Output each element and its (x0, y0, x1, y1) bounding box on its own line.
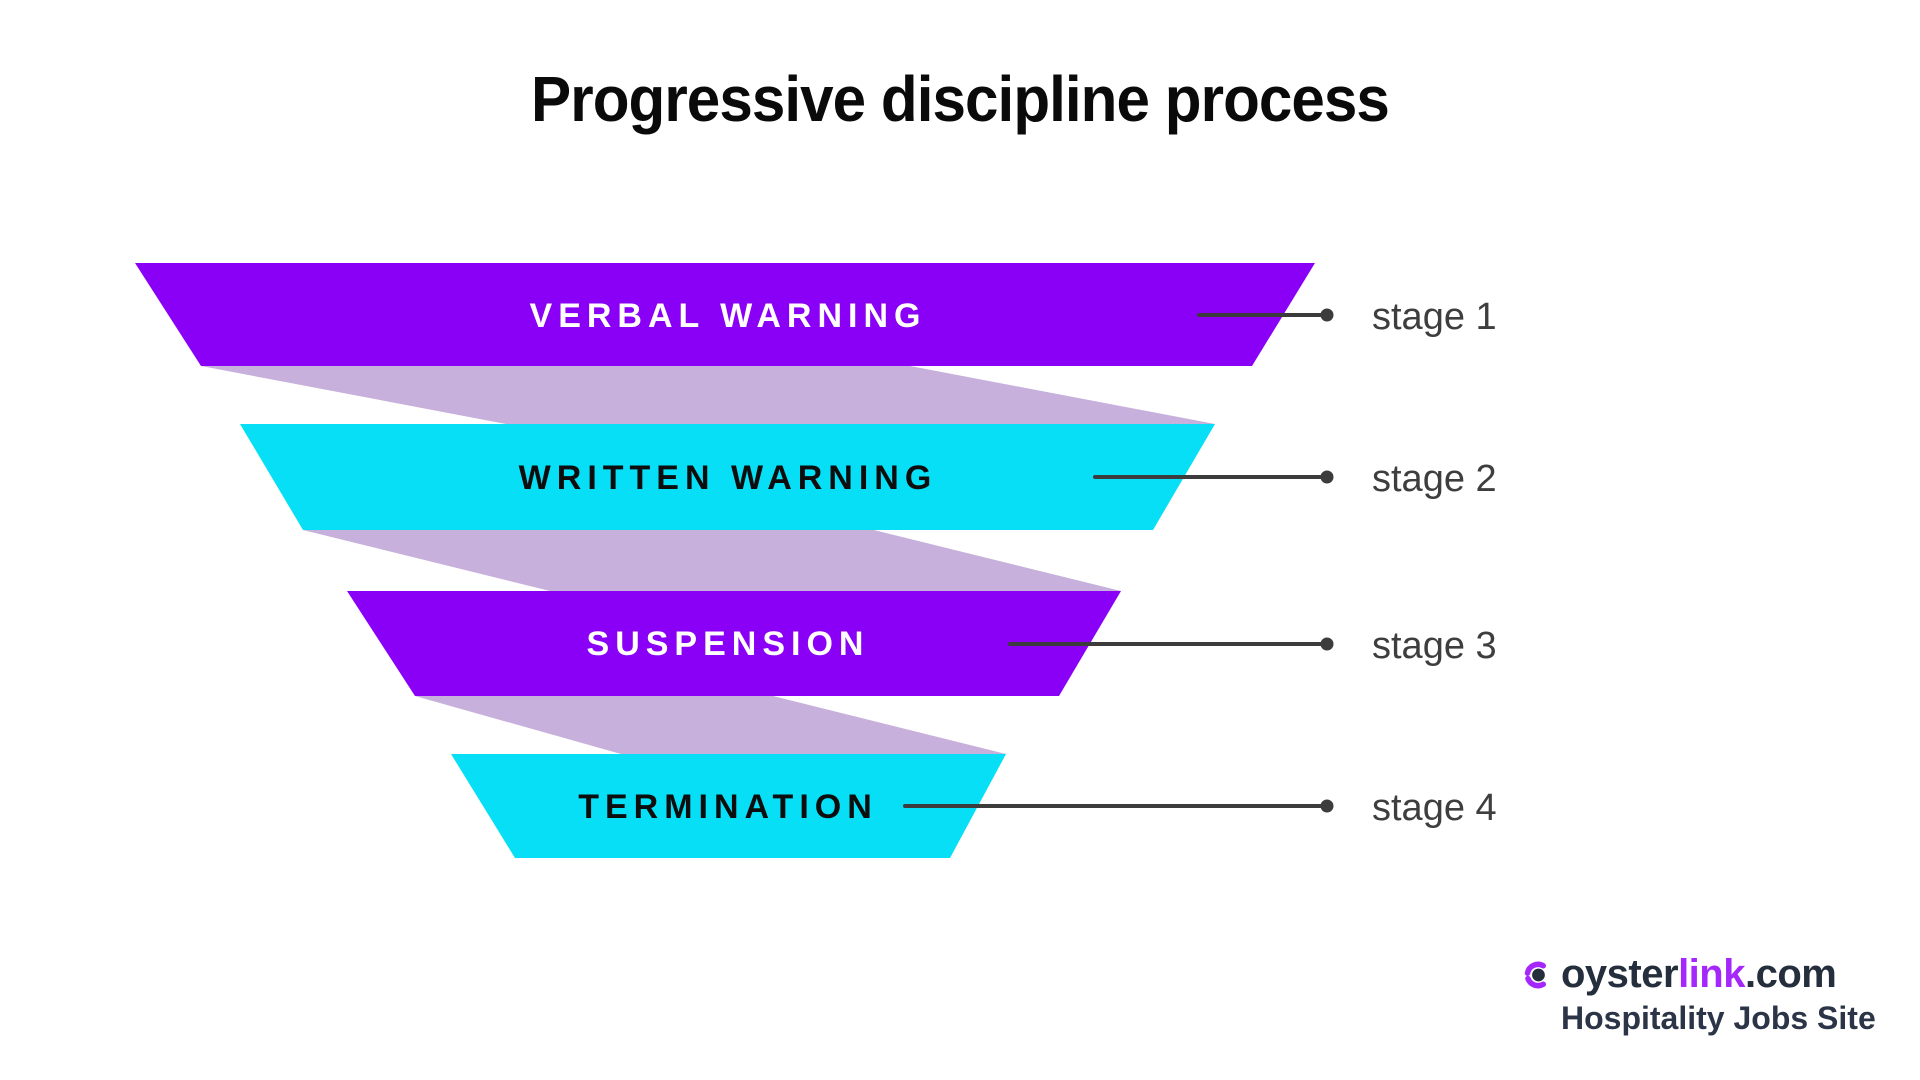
logo-text-com: .com (1744, 952, 1837, 996)
funnel-stage-1-label: VERBAL WARNING (530, 297, 927, 335)
brand-logo: oysterlink.com Hospitality Jobs Site (1522, 952, 1902, 1037)
logo-text-oyster: oyster (1561, 952, 1679, 996)
stage-2-text: stage 2 (1372, 458, 1497, 500)
logo-tagline: Hospitality Jobs Site (1561, 1000, 1876, 1036)
stage-1-text: stage 1 (1372, 296, 1497, 338)
connector-ribbon-2 (303, 530, 1121, 591)
funnel-stage-3-label: SUSPENSION (587, 625, 870, 663)
stage-1-callout-dot (1320, 308, 1334, 322)
funnel-stage-4-shape (451, 754, 1006, 858)
stage-4-callout-dot (1320, 799, 1334, 813)
funnel-stage-4-label: TERMINATION (578, 788, 878, 826)
logo-wordmark: oysterlink.com (1561, 952, 1837, 997)
funnel-stage-3-shape (347, 591, 1121, 696)
connector-ribbon-3 (415, 696, 1006, 754)
oyster-pearl-icon (1524, 961, 1547, 988)
stage-2-callout-dot (1320, 470, 1334, 484)
stage-3-callout-dot (1320, 637, 1334, 651)
page-title: Progressive discipline process (531, 63, 1390, 135)
stage-4-text: stage 4 (1372, 787, 1497, 829)
funnel-stage-2-shape (240, 424, 1215, 530)
logo-text-link: link (1678, 952, 1745, 996)
funnel-stage-2-label: WRITTEN WARNING (519, 459, 938, 497)
funnel-stage-1-shape (135, 263, 1315, 366)
stage-3-text: stage 3 (1372, 625, 1497, 667)
connector-ribbon-1 (201, 366, 1215, 424)
